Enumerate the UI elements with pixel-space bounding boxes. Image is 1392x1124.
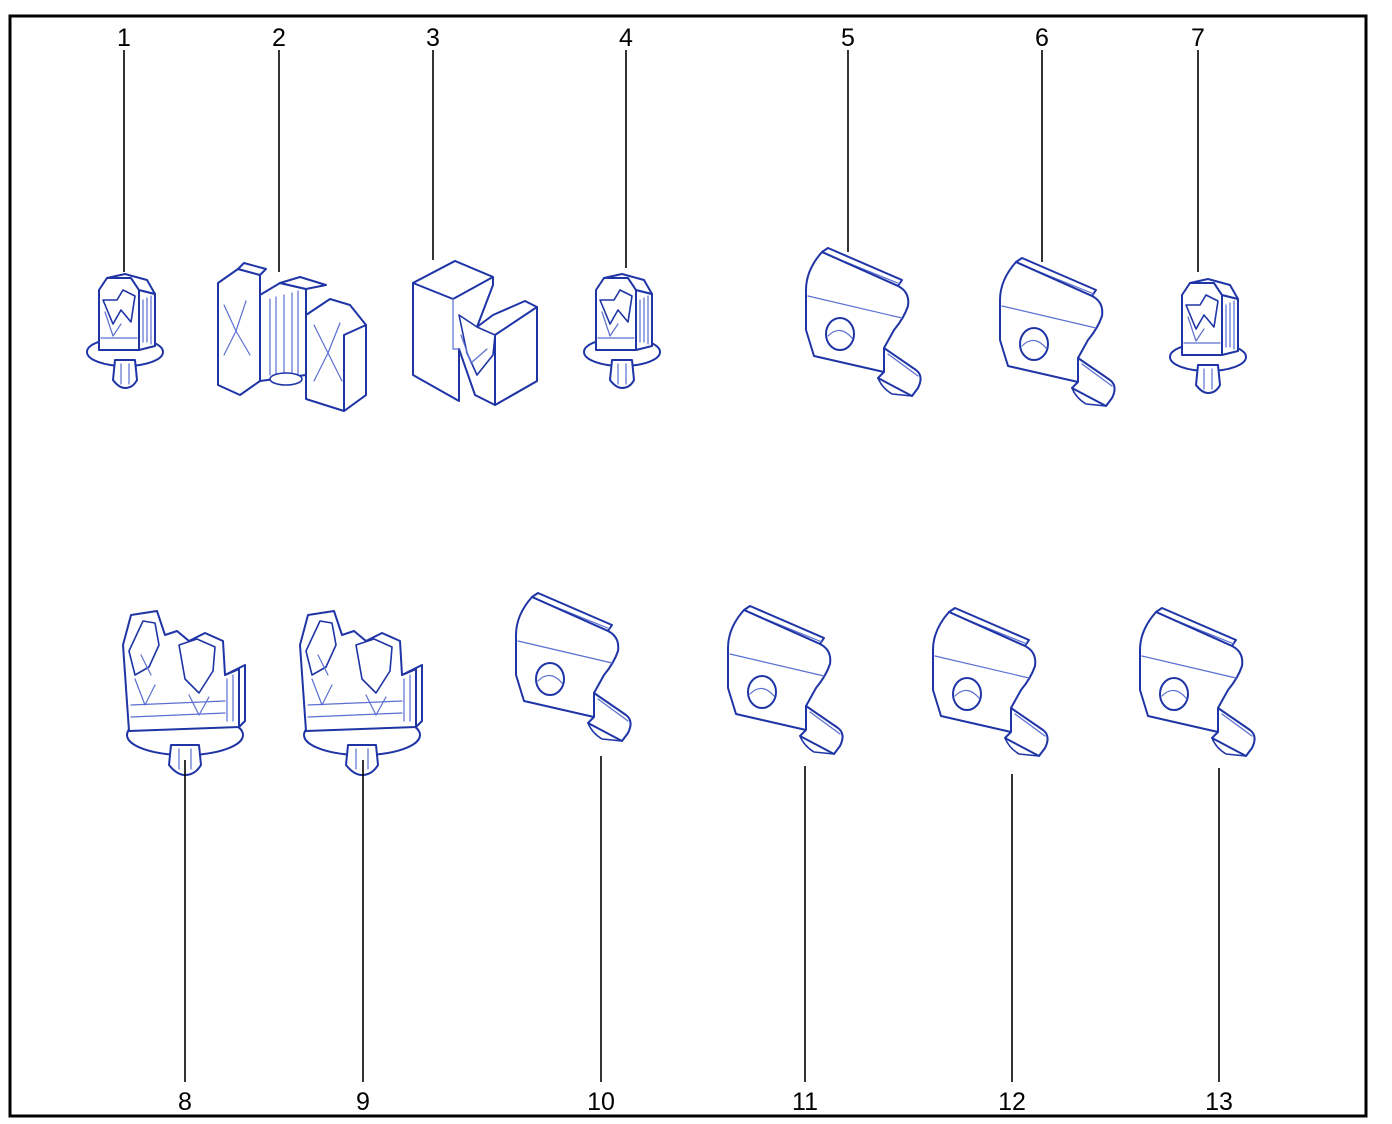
part-12-spring-bracket: [932, 607, 1049, 757]
part-6-spring-bracket: [999, 257, 1116, 407]
part-13-spring-bracket: [1139, 607, 1256, 757]
part-1-push-clip-single: [86, 273, 164, 389]
callout-number-10: 10: [587, 1088, 615, 1116]
part-9-push-clip-double: [299, 610, 423, 776]
callout-number-5: 5: [841, 24, 855, 52]
part-11-spring-bracket: [727, 605, 844, 755]
part-8-push-clip-double: [122, 610, 246, 776]
callout-number-3: 3: [426, 24, 440, 52]
callout-number-9: 9: [356, 1088, 370, 1116]
callout-number-6: 6: [1035, 24, 1049, 52]
parts-layer: [86, 247, 1256, 776]
callout-number-2: 2: [272, 24, 286, 52]
callout-number-13: 13: [1205, 1088, 1233, 1116]
callout-number-11: 11: [792, 1088, 818, 1116]
part-7-push-clip-single: [1169, 278, 1247, 394]
part-2-double-pipe-holder: [217, 262, 367, 412]
callout-number-4: 4: [619, 24, 633, 52]
callout-number-1: 1: [117, 24, 131, 52]
callout-number-7: 7: [1191, 24, 1205, 52]
callout-number-12: 12: [998, 1088, 1026, 1116]
part-4-push-clip-single: [583, 273, 661, 389]
diagram-border: [8, 14, 1368, 1118]
part-10-spring-bracket: [515, 592, 632, 742]
part-3-v-block: [412, 260, 538, 406]
part-5-spring-bracket: [805, 247, 922, 397]
callout-number-8: 8: [178, 1088, 192, 1116]
